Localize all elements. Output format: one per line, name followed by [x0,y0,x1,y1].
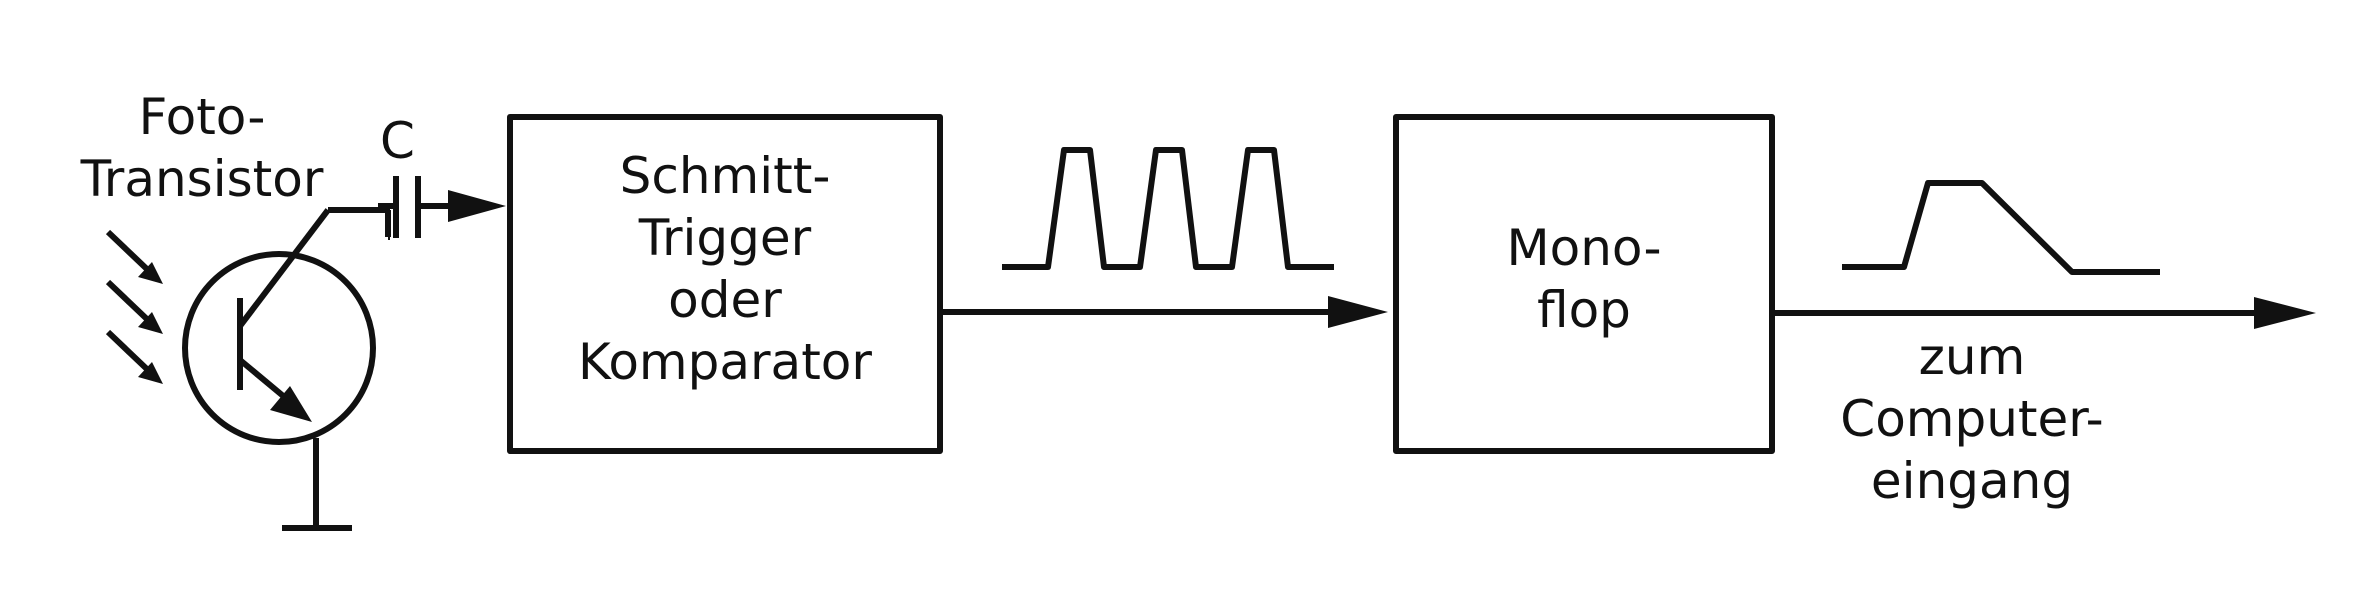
schmitt-trigger-label-line2: Trigger [638,209,812,267]
monoflop-block [1393,114,1775,454]
schmitt-trigger-label-line4: Komparator [578,333,872,391]
phototransistor-label-line1: Foto- [138,88,266,146]
monoflop-label: Mono- flop [1398,217,1770,341]
arrow-to-computer [1772,297,2316,329]
monoflop-label-line2: flop [1537,281,1631,339]
computer-input-label-line1: zum [1918,328,2026,386]
monoflop-label-line1: Mono- [1506,219,1662,277]
schmitt-trigger-label-line3: oder [668,271,782,329]
phototransistor-icon [182,207,390,531]
pulse-waveform [1002,147,1334,270]
schmitt-trigger-label: Schmitt- Trigger oder Komparator [512,145,938,393]
light-arrow-2 [105,279,163,334]
phototransistor-label-line2: Transistor [80,150,324,208]
schmitt-trigger-block [507,114,943,454]
capacitor-label: C [380,112,415,170]
phototransistor-label: Foto- Transistor [72,86,332,210]
computer-input-label-line3: eingang [1870,452,2074,510]
light-arrows-icon [105,229,163,384]
computer-input-label: zum Computer- eingang [1822,326,2122,512]
light-arrow-3 [105,329,163,384]
arrow-to-monoflop [940,296,1388,328]
light-arrow-1 [105,229,163,284]
schmitt-trigger-label-line1: Schmitt- [619,147,831,205]
monoflop-pulse-waveform [1842,180,2160,275]
capacitor-icon [372,176,506,240]
computer-input-label-line2: Computer- [1840,390,2104,448]
